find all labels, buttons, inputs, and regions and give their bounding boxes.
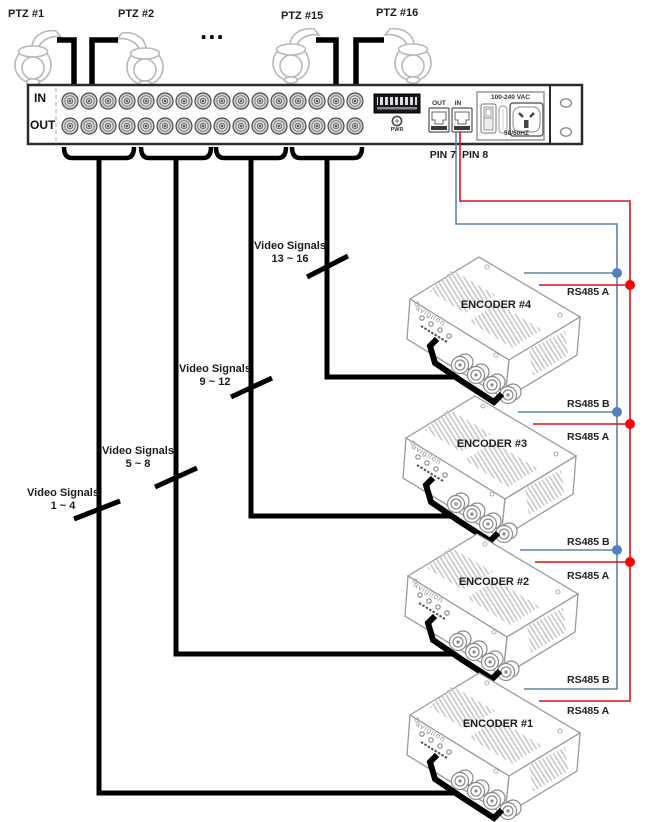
matrix-unit — [26, 83, 584, 146]
video-group-1-label: Video Signals 1 ~ 4 — [27, 487, 99, 512]
junction-dot-a — [625, 280, 635, 290]
encoder-2 — [405, 534, 578, 681]
wire-ptz1 — [57, 37, 77, 94]
ptz-camera-2-icon — [116, 31, 164, 88]
camera-wires — [57, 37, 384, 94]
matrix-in-label: IN — [34, 91, 46, 105]
junction-dot-b — [612, 407, 622, 417]
encoder-1 — [407, 673, 580, 820]
rack-ear-hole — [559, 98, 573, 108]
rs485-a-label-enc1: RS485 A — [567, 705, 610, 717]
ptz-2-label: PTZ #2 — [118, 8, 155, 20]
junction-dot-b — [612, 268, 622, 278]
video-group-2-label: Video Signals 5 ~ 8 — [102, 445, 174, 470]
rj45-out-label: OUT — [432, 100, 446, 107]
ptz-camera-15-icon — [272, 27, 320, 84]
rj45-in-jack — [451, 107, 473, 133]
rs485-b-label-enc2: RS485 B — [567, 536, 610, 548]
rs485-a-bus — [459, 132, 631, 702]
pwr-label: PWR — [390, 127, 404, 133]
rs485-a-label-enc4: RS485 A — [567, 286, 610, 298]
dip-switch — [373, 93, 421, 114]
pin7-label: PIN 7 — [429, 149, 456, 161]
wire-video-9-12 — [248, 157, 451, 519]
wire-ptz15 — [316, 37, 339, 94]
encoder-4 — [407, 257, 580, 404]
frequency-label: 50/60HZ — [504, 130, 529, 137]
rs485-b-bus — [455, 132, 618, 690]
rack-ear-hole — [559, 127, 573, 137]
wire-video-5-8 — [173, 157, 453, 657]
rj45-in-label: IN — [454, 100, 462, 107]
encoder-1-label: ENCODER #1 — [462, 718, 534, 730]
output-group-braces — [64, 147, 362, 158]
pin8-label: PIN 8 — [462, 149, 489, 161]
junction-dot-a — [625, 557, 635, 567]
wire-video-13-16 — [324, 157, 455, 380]
junction-dot-a — [625, 419, 635, 429]
cable-slash-1-4 — [73, 498, 121, 522]
encoder-3 — [403, 396, 576, 543]
ptz-1-label: PTZ #1 — [8, 8, 45, 20]
cable-slash-5-8 — [153, 465, 199, 490]
junction-dot-b — [612, 545, 622, 555]
encoder-3-label: ENCODER #3 — [456, 438, 528, 450]
cable-slash-9-12 — [229, 375, 274, 400]
rs485-wiring — [455, 132, 635, 702]
ptz-16-label: PTZ #16 — [376, 7, 419, 19]
rs485-a-label-enc3: RS485 A — [567, 431, 610, 443]
wire-ptz16 — [353, 37, 384, 94]
video-group-4-label: Video Signals 13 ~ 16 — [254, 240, 326, 265]
ptz-camera-16-icon — [384, 27, 432, 84]
wire-video-1-4 — [96, 157, 455, 796]
video-group-3-label: Video Signals 9 ~ 12 — [179, 363, 251, 388]
wire-ptz2 — [89, 37, 118, 94]
rs485-b-label-enc3: RS485 B — [567, 398, 610, 410]
video-wires — [73, 157, 455, 796]
ptz-camera-1-icon — [14, 29, 62, 86]
cable-slash-13-16 — [305, 253, 350, 280]
power-entry-module — [476, 91, 545, 141]
rs485-b-label-enc1: RS485 B — [567, 674, 610, 686]
matrix-out-label: OUT — [30, 118, 56, 132]
encoder-4-label: ENCODER #4 — [460, 299, 532, 311]
ptz-15-label: PTZ #15 — [281, 10, 324, 22]
rj45-out-jack — [428, 107, 450, 133]
encoder-2-label: ENCODER #2 — [458, 576, 530, 588]
voltage-label: 100-240 VAC — [491, 94, 530, 101]
rs485-a-label-enc2: RS485 A — [567, 570, 610, 582]
ellipsis: ... — [200, 15, 225, 45]
